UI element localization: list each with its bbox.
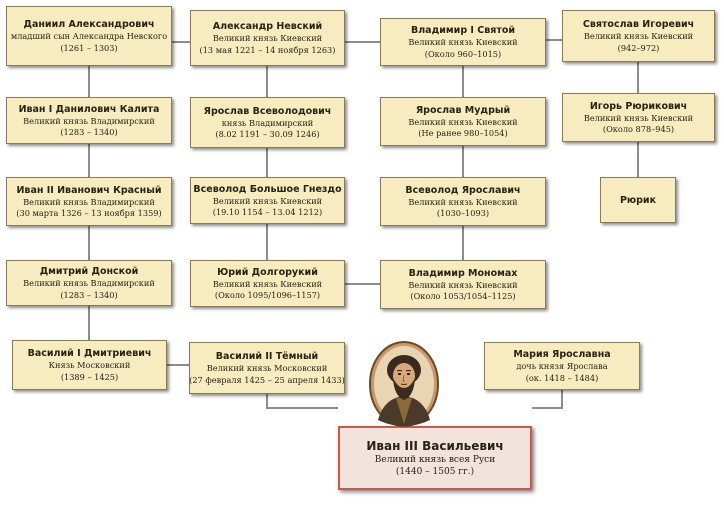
ruler-box-dmitry: Дмитрий Донской Великий князь Владимирск… [6,260,172,306]
ruler-box-vsevolod-y: Всеволод Ярославич Великий князь Киевски… [380,177,546,226]
ruler-box-igor: Игорь Рюрикович Великий князь Киевский (… [562,93,715,142]
ruler-name: Даниил Александрович [23,19,155,30]
ruler-dates: (30 марта 1326 – 13 ноября 1359) [16,208,162,218]
ruler-name: Александр Невский [212,21,323,32]
ruler-dates: (ок. 1418 – 1484) [525,372,599,383]
ruler-box-ivan3: Иван III Васильевич Великий князь всея Р… [338,426,532,490]
ruler-dates: (Около 1053/1054–1125) [410,291,516,301]
ruler-title: Великий князь Владимирский [23,196,155,207]
ruler-dates: (1283 – 1340) [60,289,118,300]
ruler-name: Ярослав Мудрый [415,104,511,116]
ruler-dates: (942–972) [617,42,660,53]
ruler-name: Мария Ярославна [513,349,611,360]
ruler-box-ivan2: Иван II Иванович Красный Великий князь В… [6,177,172,226]
ruler-box-yaroslav-v: Ярослав Всеволодович князь Владимирский … [190,97,345,148]
ruler-box-yaroslav-m: Ярослав Мудрый Великий князь Киевский (Н… [380,97,546,146]
ruler-name: Всеволод Большое Гнездо [193,183,342,195]
ruler-name: Иван I Данилович Калита [18,103,160,115]
ruler-box-monomakh: Владимир Мономах Великий князь Киевский … [380,260,546,309]
ruler-box-vsevolod-bn: Всеволод Большое Гнездо Великий князь Ки… [190,177,345,224]
ruler-title: Великий князь Киевский [408,37,518,47]
ruler-name: Дмитрий Донской [39,266,139,277]
connector [561,390,563,409]
ruler-name: Василий I Дмитриевич [27,348,152,359]
ruler-title: Великий князь всея Руси [374,454,496,465]
ruler-name: Иван II Иванович Красный [16,184,162,196]
ruler-title: младший сын Александра Невского [10,31,168,41]
ruler-name: Ярослав Всеволодович [203,105,332,117]
ruler-name: Рюрик [619,194,657,206]
ruler-box-vladimir1: Владимир I Святой Великий князь Киевский… [380,18,546,66]
ruler-name: Василий II Тёмный [215,351,319,362]
ruler-box-daniil: Даниил Александрович младший сын Алексан… [6,6,172,66]
ruler-title: Князь Московский [48,360,131,370]
ruler-dates: (Не ранее 980–1054) [418,128,508,138]
ruler-box-ivan1: Иван I Данилович Калита Великий князь Вл… [6,97,172,144]
ruler-box-svyatoslav: Святослав Игоревич Великий князь Киевски… [562,10,715,62]
ruler-box-vasily2: Василий II Тёмный Великий князь Московск… [189,342,345,394]
ruler-name: Владимир I Святой [410,25,516,36]
ruler-title: Великий князь Киевский [408,279,518,290]
ruler-box-rurik: Рюрик [600,177,676,223]
ruler-dates: (1030–1093) [436,208,490,218]
ruler-box-vasily1: Василий I Дмитриевич Князь Московский (1… [12,340,167,390]
ruler-dates: (1283 – 1340) [60,127,118,137]
ruler-title: Великий князь Киевский [583,112,694,123]
ruler-title: Великий князь Киевский [212,33,323,43]
connector [266,394,338,409]
ruler-dates: (27 февраля 1425 – 25 апреля 1433) [189,374,345,385]
ruler-title: князь Владимирский [221,117,314,128]
ruler-title: Великий князь Московский [206,363,328,373]
ruler-title: Великий князь Владимирский [23,278,155,288]
ruler-title: Великий князь Киевский [583,31,694,41]
ivan3-portrait [369,341,439,427]
ruler-title: Великий князь Владимирский [23,115,155,126]
ruler-name: Всеволод Ярославич [405,184,521,196]
ruler-dates: (Около 878–945) [602,124,675,134]
ruler-dates: (8.02 1191 – 30.09 1246) [215,129,320,139]
ruler-name: Владимир Мономах [408,267,518,279]
ruler-dates: (1389 – 1425) [60,371,119,382]
ruler-dates: (1440 – 1505 гг.) [395,467,475,477]
ruler-name: Святослав Игоревич [582,19,695,30]
ruler-dates: (Около 1095/1096–1157) [214,290,321,300]
ruler-dates: (Около 960–1015) [424,48,502,59]
ruler-title: Великий князь Киевский [408,196,518,207]
ruler-name: Игорь Рюрикович [589,100,688,112]
ruler-box-yuri: Юрий Долгорукий Великий князь Киевский (… [190,260,345,307]
ruler-dates: (19.10 1154 – 13.04 1212) [212,207,323,217]
ruler-dates: (13 мая 1221 – 14 ноября 1263) [199,44,336,55]
ruler-dates: (1261 – 1303) [60,42,118,53]
ruler-title: Великий князь Киевский [212,195,323,206]
ruler-title: Великий князь Киевский [408,116,518,127]
ruler-name: Иван III Васильевич [366,438,504,453]
ruler-box-maria: Мария Ярославна дочь князя Ярослава (ок.… [484,342,640,390]
ruler-title: Великий князь Киевский [212,278,323,289]
ruler-box-alexander: Александр Невский Великий князь Киевский… [190,10,345,66]
ruler-name: Юрий Долгорукий [217,266,318,278]
ruler-title: дочь князя Ярослава [516,361,608,371]
